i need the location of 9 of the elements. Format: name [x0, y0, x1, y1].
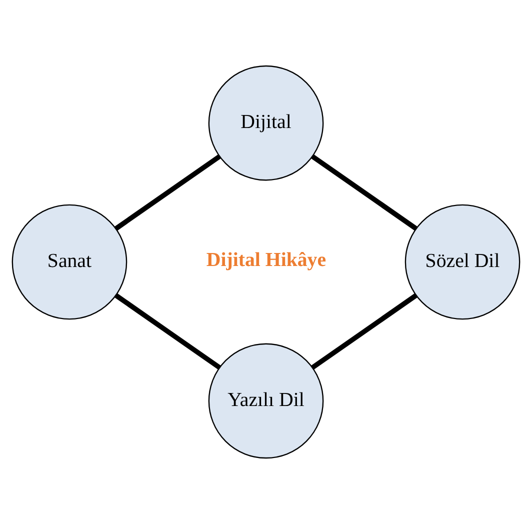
node-circle: Dijital [208, 65, 324, 181]
label: Dijital Hikâye [206, 248, 326, 271]
connector [311, 293, 418, 370]
connector [311, 154, 418, 231]
node-circle: Yazılı Dil [208, 343, 324, 459]
connector [114, 154, 221, 231]
connector [114, 293, 221, 370]
node-circle: Sözel Dil [404, 204, 520, 320]
node-circle: Sanat [12, 204, 128, 320]
